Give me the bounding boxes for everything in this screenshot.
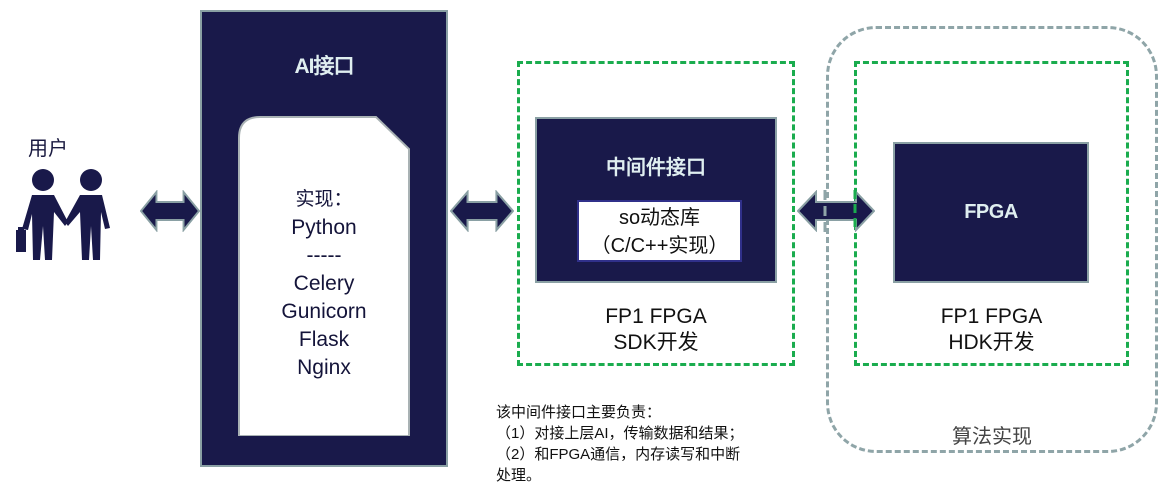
description-line: （1）对接上层AI，传输数据和结果；	[496, 425, 744, 442]
so-library-box: so动态库 （C/C++实现）	[577, 200, 742, 262]
hdk-label-line: FP1 FPGA	[940, 305, 1043, 328]
card-line: Nginx	[297, 356, 351, 379]
sdk-label-line: FP1 FPGA	[605, 305, 707, 328]
card-line: Celery	[293, 272, 355, 295]
ai-interface-box: AI接口 实现： Python ----- Celery Gunicorn Fl…	[200, 10, 448, 467]
middleware-interface-box: 中间件接口 so动态库 （C/C++实现）	[535, 117, 777, 283]
algorithm-implementation-group	[826, 26, 1158, 453]
ai-implementation-text: 实现： Python ----- Celery Gunicorn Flask N…	[238, 186, 410, 382]
card-line: Gunicorn	[281, 300, 367, 323]
fpga-title: FPGA	[964, 201, 1018, 223]
hdk-label-line: HDK开发	[948, 331, 1035, 354]
bidirectional-arrow-icon	[797, 190, 875, 232]
two-people-icon	[16, 169, 110, 260]
users-label: 用户	[28, 138, 68, 160]
description-line: 该中间件接口主要负责：	[496, 404, 662, 421]
sdk-development-area	[517, 61, 795, 366]
card-line: -----	[306, 244, 342, 267]
card-line: 实现：	[295, 189, 353, 210]
ai-interface-title: AI接口	[294, 55, 355, 78]
sdk-label-line: SDK开发	[613, 331, 699, 354]
middleware-title: 中间件接口	[606, 157, 706, 179]
sdk-label: FP1 FPGA SDK开发	[517, 304, 795, 356]
algorithm-group-label: 算法实现	[952, 426, 1032, 448]
so-line: so动态库	[618, 207, 701, 229]
description-line: 处理。	[496, 467, 542, 484]
ai-implementation-card	[238, 116, 410, 436]
card-line: Python	[291, 216, 357, 239]
bidirectional-arrow-icon	[140, 190, 200, 232]
so-line: （C/C++实现）	[590, 235, 729, 257]
middleware-description: 该中间件接口主要负责： （1）对接上层AI，传输数据和结果； （2）和FPGA通…	[496, 402, 816, 486]
description-line: （2）和FPGA通信，内存读写和中断	[496, 446, 741, 463]
bidirectional-arrow-icon	[450, 190, 514, 232]
fpga-box: FPGA	[893, 142, 1089, 283]
hdk-label: FP1 FPGA HDK开发	[854, 304, 1129, 356]
card-line: Flask	[298, 328, 350, 351]
